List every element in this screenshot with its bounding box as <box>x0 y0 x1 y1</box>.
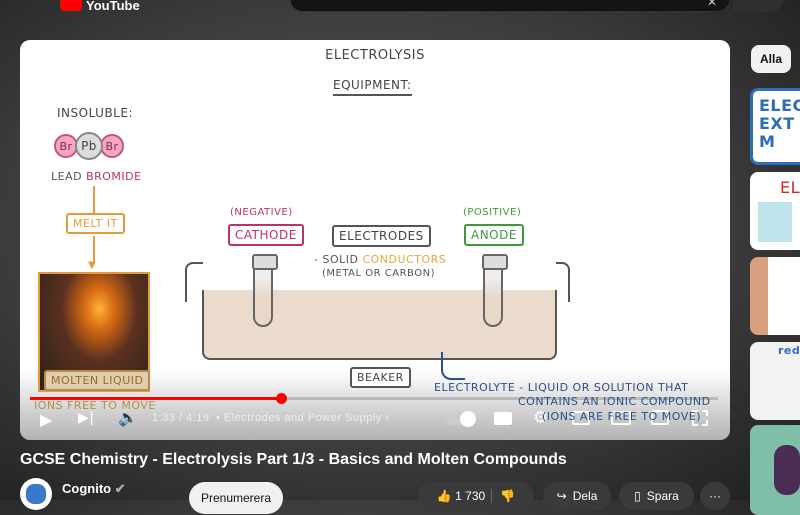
share-button[interactable]: ↪ Dela <box>543 482 611 510</box>
beaker-rim-right <box>556 262 570 302</box>
solid-text: - SOLID <box>314 253 363 266</box>
channel-name-text: Cognito <box>62 481 112 496</box>
volume-icon[interactable]: 🔈 <box>118 408 139 427</box>
save-label: Spara <box>646 489 679 503</box>
verified-icon: ✔ <box>114 481 126 496</box>
channel-avatar[interactable] <box>20 478 52 510</box>
beaker-label: BEAKER <box>350 367 411 388</box>
anode-label: ANODE <box>464 224 524 246</box>
brand[interactable]: YouTube <box>86 0 140 13</box>
share-icon: ↪ <box>556 489 567 503</box>
positive-label: (POSITIVE) <box>463 207 522 218</box>
channel-name[interactable]: Cognito ✔ <box>62 481 126 497</box>
insoluble-label: INSOLUBLE: <box>57 106 133 120</box>
search-button[interactable] <box>733 0 783 12</box>
atom-br: Br <box>100 134 124 158</box>
electrolyte-pointer <box>441 352 465 380</box>
arrow-line <box>93 186 95 214</box>
diagram-subtitle: EQUIPMENT: <box>333 78 412 96</box>
lead-text: LEAD <box>51 170 87 183</box>
like-button[interactable]: 👍 1 730 <box>437 489 485 503</box>
clear-search-icon[interactable]: ✕ <box>706 0 717 9</box>
anode-electrode <box>482 254 508 327</box>
beaker-rim-left <box>185 262 203 302</box>
electrolyte-line-3: (IONS ARE FREE TO MOVE) <box>542 410 701 423</box>
conductors-text: CONDUCTORS <box>362 253 447 266</box>
electrolyte-line-1: ELECTROLYTE - LIQUID OR SOLUTION THAT <box>434 381 689 394</box>
related-video-thumbnail[interactable]: ELEC EXT M <box>750 88 800 165</box>
cathode-label: CATHODE <box>228 224 304 246</box>
thumbnail-text: red.- <box>778 344 800 357</box>
save-button[interactable]: ▯ Spara <box>619 482 694 510</box>
share-label: Dela <box>572 489 598 503</box>
melt-it-label: MELT IT <box>66 213 125 234</box>
metal-carbon-text: (METAL OR CARBON) <box>322 268 435 279</box>
time-display: 1:33 / 4:19 <box>152 412 210 424</box>
play-icon[interactable]: ▶ <box>40 410 53 429</box>
related-video-thumbnail[interactable]: EL <box>750 172 800 250</box>
settings-icon[interactable]: ⚙ <box>533 408 549 428</box>
thumbnail-text: ELEC EXT M <box>759 96 800 151</box>
subtitles-icon[interactable] <box>494 412 512 425</box>
electrodes-label: ELECTRODES <box>332 225 431 247</box>
thumbs-down-icon: 👎 <box>500 489 516 503</box>
lead-bromide-label: LEAD BROMIDE <box>51 170 142 183</box>
arrow-line <box>93 236 95 264</box>
progress-scrubber[interactable] <box>276 393 288 404</box>
molten-liquid-label: MOLTEN LIQUID <box>44 370 151 391</box>
progress-bar[interactable] <box>30 393 718 404</box>
subscribe-button[interactable]: Prenumerera <box>189 482 283 514</box>
autoplay-toggle[interactable] <box>446 411 476 427</box>
related-video-thumbnail[interactable]: red.- <box>750 342 800 420</box>
fullscreen-icon[interactable] <box>692 410 708 426</box>
cathode-electrode <box>252 254 278 327</box>
chevron-right-icon: › <box>385 412 390 424</box>
more-actions-button[interactable]: ··· <box>700 482 730 510</box>
related-video-thumbnail[interactable] <box>750 257 800 335</box>
theater-mode-icon[interactable] <box>611 411 631 425</box>
thumbnail-text: EL <box>780 178 800 197</box>
progress-fill <box>30 397 282 400</box>
cast-icon[interactable] <box>651 410 669 425</box>
chapter-title: • Electrodes and Power Supply <box>216 412 382 424</box>
video-player[interactable]: ELECTROLYSIS EQUIPMENT: INSOLUBLE: Br Pb… <box>20 40 730 440</box>
ions-free-label: IONS FREE TO MOVE <box>34 399 156 412</box>
diagram-title: ELECTROLYSIS <box>325 48 425 63</box>
youtube-logo-icon[interactable] <box>60 0 82 11</box>
lead-bromide-molecule: Br Pb Br <box>54 132 124 160</box>
next-icon[interactable]: ▶| <box>78 410 95 426</box>
chapter-button[interactable]: • Electrodes and Power Supply › <box>216 412 389 424</box>
related-video-thumbnail[interactable] <box>750 425 800 515</box>
like-dislike-group: 👍 1 730 👎 <box>418 482 534 510</box>
bromide-text: BROMIDE <box>86 170 142 183</box>
miniplayer-icon[interactable] <box>572 411 590 425</box>
dislike-button[interactable]: 👎 <box>491 489 515 503</box>
negative-label: (NEGATIVE) <box>230 207 293 218</box>
save-icon: ▯ <box>634 489 641 503</box>
arrow-down-icon: ▼ <box>88 260 97 271</box>
thumbs-up-icon: 👍 <box>436 489 452 503</box>
like-count: 1 730 <box>455 489 486 503</box>
video-title: GCSE Chemistry - Electrolysis Part 1/3 -… <box>20 451 567 468</box>
search-input[interactable]: ✕ <box>290 0 730 12</box>
atom-pb: Pb <box>75 132 103 160</box>
filter-chip-all[interactable]: Alla <box>751 45 791 73</box>
electrolyte-line-2: CONTAINS AN IONIC COMPOUND <box>518 395 711 408</box>
solid-conductors-text: - SOLID CONDUCTORS <box>314 253 446 266</box>
